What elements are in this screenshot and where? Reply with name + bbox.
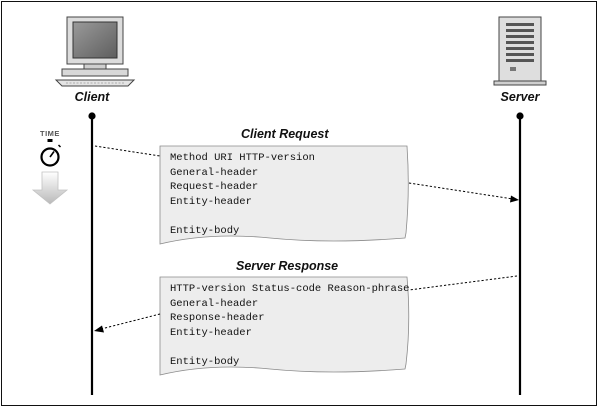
request-arrowhead <box>510 195 519 203</box>
request-connector-left <box>94 145 161 157</box>
request-arrow <box>408 182 514 200</box>
server-response-box <box>159 276 410 376</box>
time-arrow-icon <box>31 171 69 205</box>
client-label: Client <box>74 90 110 104</box>
response-line <box>170 340 409 355</box>
request-line: Entity-body <box>170 224 240 237</box>
response-line: Entity-header <box>170 326 252 339</box>
stopwatch-icon <box>40 139 62 167</box>
client-request-title: Client Request <box>241 127 329 141</box>
response-line: Entity-body <box>170 355 240 368</box>
client-computer-icon <box>54 16 136 87</box>
server-label: Server <box>500 90 540 104</box>
request-line: Entity-header <box>170 195 252 208</box>
response-connector-right <box>408 275 518 291</box>
request-line: Method URI HTTP-version <box>170 152 315 164</box>
time-label: TIME <box>40 129 60 138</box>
server-icon <box>493 16 547 86</box>
response-line: General-header <box>170 297 259 310</box>
response-arrowhead <box>94 325 104 333</box>
client-request-lines: Method URI HTTP-version General-header R… <box>170 151 315 238</box>
request-line <box>170 209 315 224</box>
response-arrow <box>100 313 161 330</box>
response-line: HTTP-version Status-code Reason-phrase <box>170 283 410 295</box>
client-request-box <box>159 145 409 245</box>
server-response-title: Server Response <box>236 259 339 273</box>
response-line: Response-header <box>170 312 265 324</box>
server-response-lines: HTTP-version Status-code Reason-phrase G… <box>170 282 409 369</box>
request-line: Request-header <box>170 181 259 193</box>
request-line: General-header <box>170 166 259 179</box>
